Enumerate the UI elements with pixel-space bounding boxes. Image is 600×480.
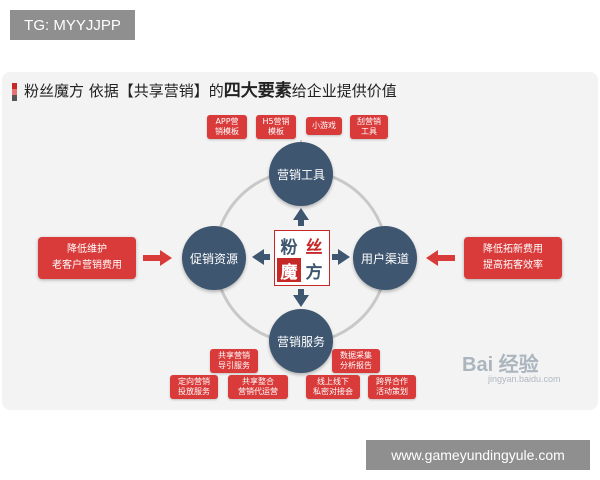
service-operation: 共享整合营销代运营 <box>228 375 288 399</box>
service-crossover: 跨界合作活动策划 <box>368 375 416 399</box>
node-marketing-services: 营销服务 <box>269 309 333 373</box>
title-part2: 给企业提供价值 <box>291 82 397 100</box>
tool-line: 投放服务 <box>178 387 210 396</box>
node-user-channels: 用户渠道 <box>353 226 417 290</box>
tool-line: 定向营销 <box>178 377 210 386</box>
node-promo-resources: 促销资源 <box>182 226 246 290</box>
tool-mini-game: 小游戏 <box>306 117 342 135</box>
tool-line: APP营 <box>215 117 239 126</box>
title-accent-bar <box>12 83 17 101</box>
service-guide: 共享营销导引服务 <box>210 349 258 373</box>
tool-line: 工具 <box>361 127 377 136</box>
right-benefit-box: 降低拓新费用 提高拓客效率 <box>464 237 562 279</box>
right-box-line: 提高拓客效率 <box>483 260 543 271</box>
title-bold: 四大要素 <box>223 81 292 101</box>
tool-line: 共享营销 <box>218 351 250 360</box>
diagram-title: 粉丝魔方 依据【共享营销】的四大要素给企业提供价值 <box>24 80 397 102</box>
service-meetup: 线上线下私密对接会 <box>306 375 360 399</box>
tool-line: 营销代运营 <box>238 387 278 396</box>
tool-line: 跨界合作 <box>376 377 408 386</box>
tool-scratch: 刮营销工具 <box>350 115 388 139</box>
center-char-2: 丝 <box>305 237 323 258</box>
top-tag: TG: MYYJJPP <box>10 10 135 40</box>
arrow-left-icon <box>252 249 270 265</box>
left-benefit-box: 降低维护 老客户营销费用 <box>38 237 136 279</box>
tool-line: 数据采集 <box>340 351 372 360</box>
service-data-report: 数据采集分析报告 <box>332 349 380 373</box>
center-char-4: 方 <box>305 262 323 283</box>
tool-line: 模板 <box>267 127 284 136</box>
arrow-down-icon <box>293 289 309 307</box>
tool-h5-template: H5营销模板 <box>256 115 296 139</box>
tool-line: 刮营销 <box>357 117 381 126</box>
arrow-right-icon <box>332 249 350 265</box>
footer-site-tag: www.gameyundingyule.com <box>366 440 590 470</box>
title-part1: 粉丝魔方 依据【共享营销】的 <box>24 82 224 100</box>
right-box-line: 降低拓新费用 <box>483 244 543 255</box>
baidu-watermark: Bai 经验 <box>462 354 539 376</box>
center-logo: 粉 丝 魔 方 <box>274 230 330 286</box>
tool-app-template: APP营销模板 <box>207 115 247 139</box>
tool-line: 私密对接会 <box>313 387 353 396</box>
tool-line: 活动策划 <box>376 387 408 396</box>
right-input-arrow-icon <box>426 250 455 266</box>
baidu-watermark-sub: jingyan.baidu.com <box>488 374 561 384</box>
tool-line: H5营销 <box>262 117 290 126</box>
service-targeted: 定向营销投放服务 <box>170 375 218 399</box>
left-input-arrow-icon <box>143 250 172 266</box>
center-char-3: 魔 <box>277 258 301 283</box>
tool-line: 分析报告 <box>340 361 372 370</box>
arrow-up-icon <box>293 208 309 226</box>
tool-line: 小游戏 <box>312 121 336 130</box>
tool-line: 导引服务 <box>218 361 250 370</box>
left-box-line: 老客户营销费用 <box>52 260 122 271</box>
tool-line: 共享整合 <box>242 377 274 386</box>
tool-line: 线上线下 <box>317 377 349 386</box>
node-marketing-tools: 营销工具 <box>269 142 333 206</box>
tool-line: 销模板 <box>215 127 239 136</box>
left-box-line: 降低维护 <box>67 244 107 255</box>
center-char-1: 粉 <box>280 237 298 258</box>
